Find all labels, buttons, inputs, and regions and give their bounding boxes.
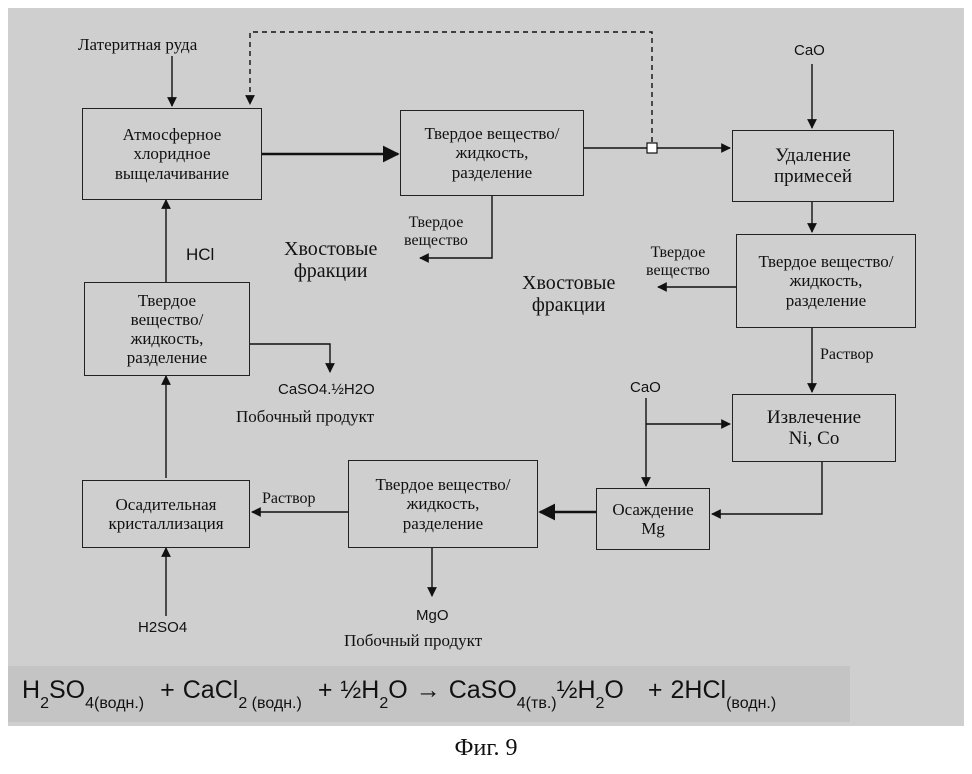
eq-sub: 4(водн.) xyxy=(85,695,144,712)
box-line: разделение xyxy=(452,163,532,182)
box-line: Mg xyxy=(641,519,665,538)
eq-part: CaCl xyxy=(183,676,239,704)
label-h2so4: H2SO4 xyxy=(138,620,187,637)
eq-sub: 2 (водн.) xyxy=(238,695,301,712)
box-line: Атмосферное xyxy=(123,125,222,144)
eq-part: ½H xyxy=(340,676,379,704)
box-line: жидкость, xyxy=(131,329,204,348)
box-line: примесей xyxy=(774,166,852,187)
arrow-nico-mg xyxy=(712,462,822,514)
box-precipitative-crystallization: Осадительная кристаллизация xyxy=(82,480,250,548)
eq-part: CaSO xyxy=(449,676,517,704)
label-solid-2: Твердое вещество xyxy=(646,244,710,279)
label-cao-top: CaO xyxy=(794,43,825,60)
eq-sub: 2 xyxy=(40,695,49,712)
box-solid-liquid-separation-1: Твердое вещество/ жидкость, разделение xyxy=(400,110,584,196)
label-solid-1: Твердое вещество xyxy=(404,214,468,249)
box-line: разделение xyxy=(127,348,207,367)
box-line: Осадительная xyxy=(116,495,217,514)
box-line: Извлечение xyxy=(767,407,861,428)
box-line: разделение xyxy=(786,291,866,310)
eq-op: + xyxy=(318,676,333,704)
label-tails-2: Хвостовые фракции xyxy=(522,272,615,316)
label-laterite-ore: Латеритная руда xyxy=(78,36,197,55)
eq-part: O xyxy=(388,676,407,704)
box-line: хлоридное xyxy=(133,144,210,163)
eq-part: ½H xyxy=(557,676,596,704)
box-ni-co-recovery: Извлечение Ni, Co xyxy=(732,394,896,462)
box-line: выщелачивание xyxy=(115,164,229,183)
box-solid-liquid-separation-3: Твердое вещество/ жидкость, разделение xyxy=(348,460,538,548)
label-byproduct-2: Побочный продукт xyxy=(344,632,482,651)
box-line: жидкость, xyxy=(407,494,480,513)
box-solid-liquid-separation-2: Твердое вещество/ жидкость, разделение xyxy=(736,234,916,328)
eq-arrow: → xyxy=(416,676,441,704)
label-line: фракции xyxy=(522,294,615,316)
eq-part: SO xyxy=(49,676,85,704)
box-line: Твердое вещество/ xyxy=(424,124,559,143)
box-line: вещество/ xyxy=(131,310,204,329)
box-atmospheric-chloride-leaching: Атмосферное хлоридное выщелачивание xyxy=(82,108,262,200)
eq-part: 2HCl xyxy=(670,676,726,704)
box-line: Ni, Co xyxy=(789,428,840,449)
label-solution-1: Раствор xyxy=(820,346,874,364)
label-line: вещество xyxy=(646,262,710,280)
box-impurity-removal: Удаление примесей xyxy=(732,130,894,202)
box-line: Твердое вещество/ xyxy=(375,475,510,494)
box-line: жидкость, xyxy=(456,143,529,162)
box-line: Твердое xyxy=(138,291,196,310)
label-line: Твердое xyxy=(404,214,468,232)
eq-part: O xyxy=(604,676,623,704)
figure-caption: Фиг. 9 xyxy=(0,735,972,762)
junction-square xyxy=(647,143,657,153)
label-line: фракции xyxy=(284,260,377,282)
box-mg-precipitation: Осаждение Mg xyxy=(596,488,710,550)
arrow-sep4-caso4 xyxy=(250,344,330,372)
label-line: вещество xyxy=(404,232,468,250)
eq-sub: 2 xyxy=(379,695,388,712)
eq-op: + xyxy=(160,676,175,704)
eq-op: + xyxy=(648,676,663,704)
box-line: Удаление xyxy=(775,145,851,166)
box-line: жидкость, xyxy=(790,271,863,290)
box-line: Осаждение xyxy=(612,500,693,519)
label-cao-mid: CaO xyxy=(630,380,661,397)
label-line: Хвостовые xyxy=(522,272,615,294)
label-caso4: CaSO4.½H2O xyxy=(278,382,375,399)
box-line: разделение xyxy=(403,514,483,533)
equation: H2SO4(водн.)+CaCl2 (водн.)+½H2O→CaSO4(тв… xyxy=(22,676,784,713)
box-solid-liquid-separation-4: Твердое вещество/ жидкость, разделение xyxy=(84,282,250,376)
label-line: Хвостовые xyxy=(284,238,377,260)
box-line: кристаллизация xyxy=(108,514,223,533)
label-mgo: MgO xyxy=(416,608,449,625)
label-hcl: HCl xyxy=(186,246,214,265)
label-solution-2: Раствор xyxy=(262,490,316,508)
label-line: Твердое xyxy=(646,244,710,262)
eq-sub: 4(тв.) xyxy=(517,695,557,712)
label-byproduct-1: Побочный продукт xyxy=(236,408,374,427)
box-line: Твердое вещество/ xyxy=(758,252,893,271)
eq-sub: (водн.) xyxy=(726,695,776,712)
eq-part: H xyxy=(22,676,40,704)
label-tails-1: Хвостовые фракции xyxy=(284,238,377,282)
